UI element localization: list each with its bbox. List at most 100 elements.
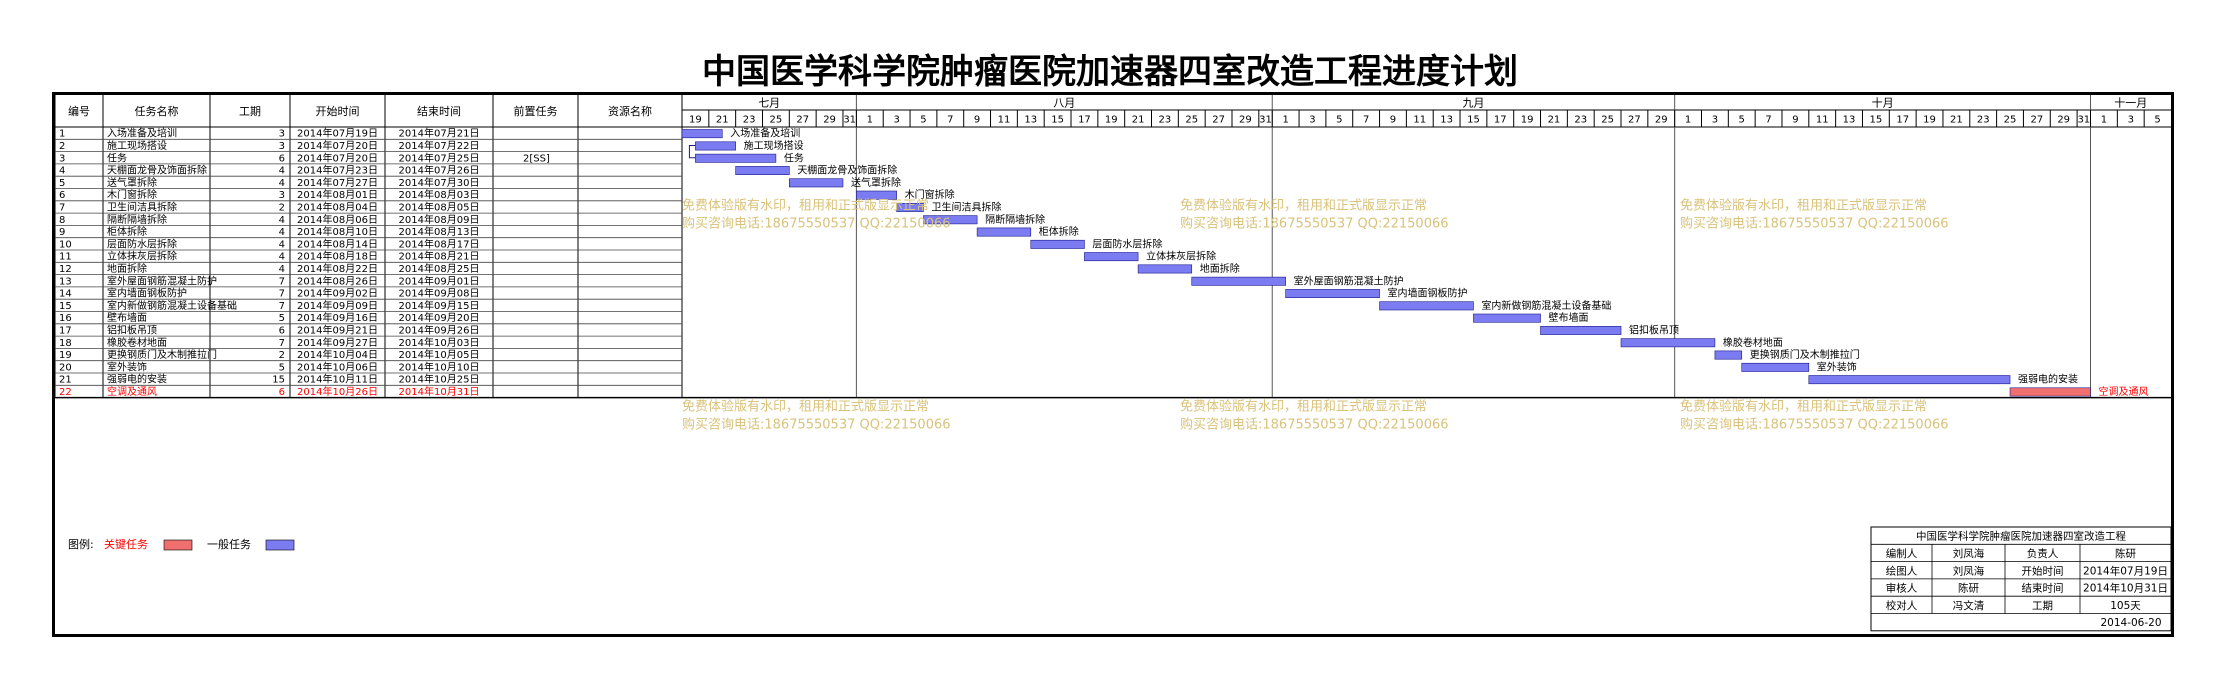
task-bar [976,227,1032,237]
watermark: 购买咨询电话:18675550537 QQ:22150066 [1180,216,1449,232]
watermark: 购买咨询电话:18675550537 QQ:22150066 [1680,417,1949,433]
task-end: 2014年10月05日 [399,348,480,361]
task-bar [1030,239,1085,249]
day-label: 3 [1712,115,1718,126]
info-cell: 绘图人 [1886,564,1918,577]
task-id: 16 [59,313,72,324]
task-duration: 5 [279,362,285,373]
day-label: 19 [1923,115,1936,126]
day-label: 21 [716,115,729,126]
task-end: 2014年10月31日 [399,385,480,398]
task-id: 8 [59,215,65,226]
day-label: 3 [2128,115,2134,126]
task-bar [1540,325,1622,335]
task-id: 10 [59,239,72,250]
task-end: 2014年08月25日 [399,262,480,275]
task-bar [1137,264,1193,274]
info-cell: 编制人 [1886,547,1918,560]
task-duration: 4 [279,215,285,226]
task-name: 任务 [107,151,127,164]
task-end: 2014年08月05日 [399,200,480,213]
task-name: 柜体拆除 [107,225,147,238]
day-label: 21 [1950,115,1963,126]
task-bar [1741,362,1810,372]
task-name: 层面防水层拆除 [107,237,177,250]
task-bar [2009,387,2091,397]
task-duration: 4 [279,178,285,189]
task-name: 天棚面龙骨及饰面拆除 [107,164,207,177]
info-cell: 负责人 [2027,547,2059,560]
legend-normal-swatch [265,539,295,551]
day-label: 25 [1601,115,1614,126]
bar-label: 壁布墙面 [1549,311,1589,324]
bar-label: 室内新做钢筋混凝土设备基础 [1481,299,1611,312]
task-name: 空调及通风 [107,385,157,398]
task-duration: 7 [279,301,285,312]
task-id: 9 [59,227,65,238]
task-id: 15 [59,301,72,312]
task-id: 2 [59,141,65,152]
day-label: 9 [974,115,980,126]
legend-label: 图例: [68,537,94,551]
dependency-arrow [688,144,696,159]
day-label: 27 [2030,115,2043,126]
task-end: 2014年09月08日 [399,287,480,300]
task-duration: 6 [279,325,285,336]
task-start: 2014年08月10日 [297,225,378,238]
task-start: 2014年10月11日 [297,373,378,386]
task-start: 2014年08月04日 [297,200,378,213]
month-label: 八月 [1053,97,1075,110]
day-label: 23 [1977,115,1990,126]
watermark: 免费体验版有水印，租用和正式版显示正常 [1180,399,1427,415]
watermark: 免费体验版有水印，租用和正式版显示正常 [682,198,929,214]
task-bar [695,153,777,163]
task-bar [1473,313,1541,323]
task-name: 室内新做钢筋混凝土设备基础 [107,299,237,312]
day-label: 29 [1655,115,1668,126]
bar-label: 卫生间洁具拆除 [931,200,1001,213]
col-duration-header: 工期 [239,105,261,118]
day-label: 17 [1896,115,1909,126]
day-label: 31 [1259,115,1272,126]
task-name: 送气罩拆除 [107,176,157,189]
day-label: 9 [1390,115,1396,126]
info-cell: 2014年10月31日 [2083,582,2168,595]
chart-frame [52,92,2174,637]
day-label: 7 [1363,115,1369,126]
task-end: 2014年10月25日 [399,373,480,386]
task-bar [1808,375,2011,385]
task-name: 卫生间洁具拆除 [107,200,177,213]
task-duration: 4 [279,166,285,177]
bar-label: 室外屋面钢筋混凝土防护 [1294,274,1404,287]
task-id: 17 [59,325,72,336]
day-label: 27 [1628,115,1641,126]
col-start-header: 开始时间 [316,104,360,118]
task-end: 2014年08月13日 [399,225,480,238]
task-id: 18 [59,338,72,349]
task-duration: 15 [272,375,285,386]
bar-label: 室内墙面钢板防护 [1388,287,1468,300]
day-label: 19 [689,115,702,126]
bar-label: 施工现场搭设 [744,139,804,152]
bar-label: 室外装饰 [1817,360,1857,373]
task-bar [923,215,978,225]
info-cell: 结束时间 [2022,582,2064,595]
day-label: 3 [1309,115,1315,126]
task-id: 1 [59,129,65,140]
task-name: 入场准备及培训 [107,127,177,140]
info-cell: 陈研 [2115,547,2137,560]
watermark: 免费体验版有水印，租用和正式版显示正常 [1680,399,1927,415]
bar-label: 送气罩拆除 [851,176,901,189]
task-start: 2014年07月19日 [297,127,378,140]
col-resource-header: 资源名称 [608,104,652,118]
task-name: 壁布墙面 [107,311,147,324]
col-name-header: 任务名称 [135,104,179,118]
day-label: 1 [1685,115,1691,126]
task-duration: 3 [279,190,285,201]
task-start: 2014年08月26日 [297,274,378,287]
day-label: 31 [843,115,856,126]
task-end: 2014年09月26日 [399,323,480,336]
day-label: 23 [1574,115,1587,126]
day-label: 9 [1792,115,1798,126]
